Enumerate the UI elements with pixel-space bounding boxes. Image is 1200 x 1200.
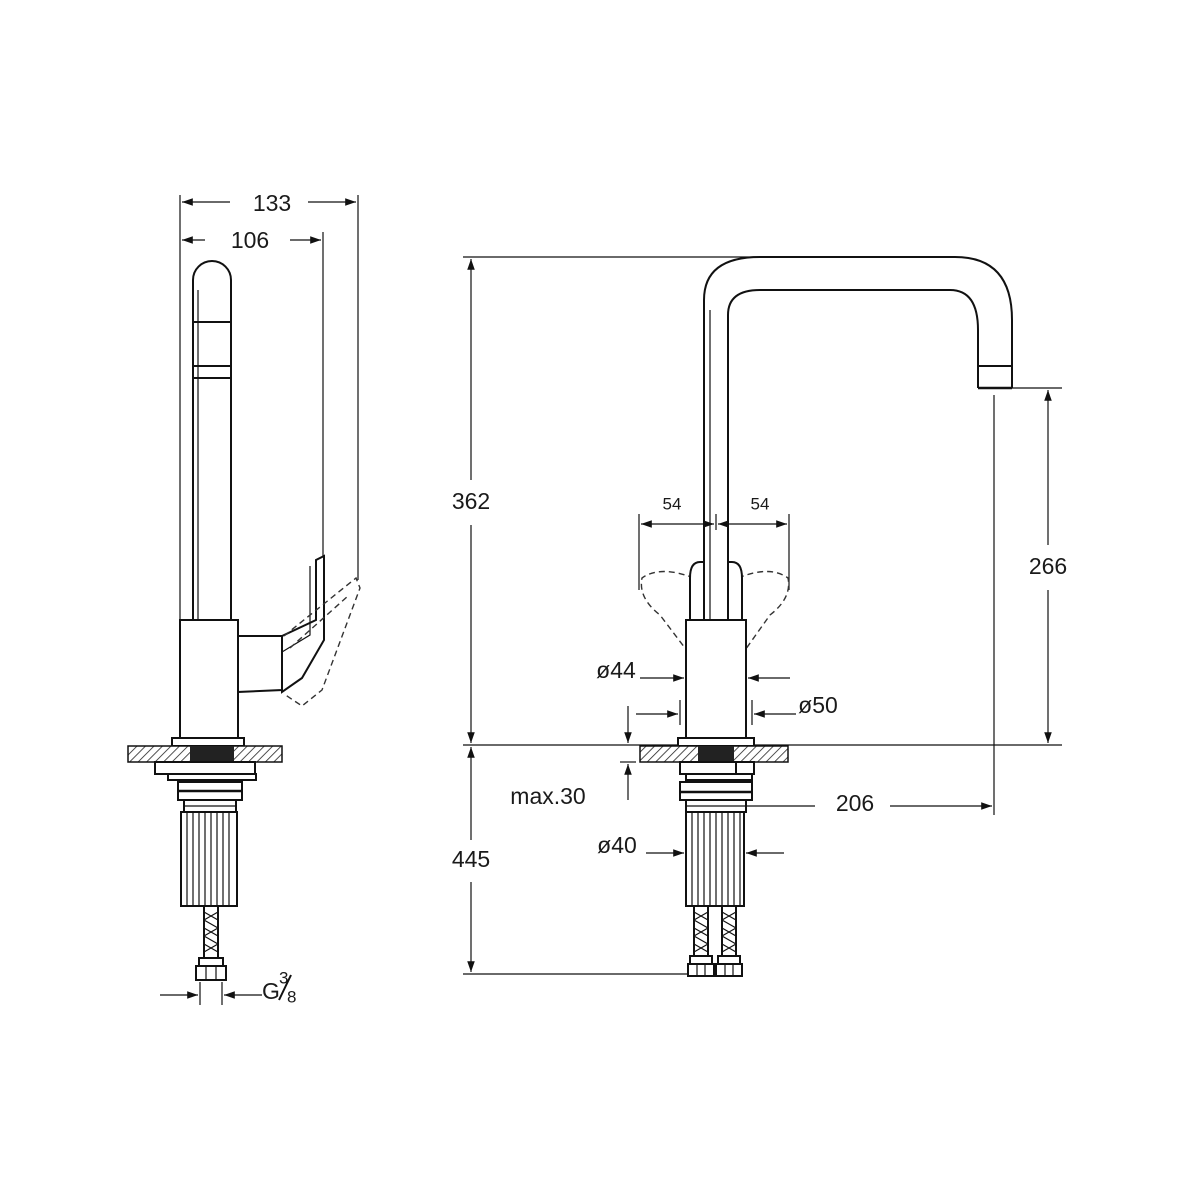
side-deck: [127, 737, 283, 813]
dimension-shank: ø40: [597, 832, 784, 858]
dimension-body-base: ø50: [636, 692, 838, 725]
side-spout: [192, 260, 232, 622]
below-deck-label: 445: [452, 846, 490, 872]
max-deck-thickness-label: max.30: [510, 783, 585, 809]
body-top-diameter-label: ø44: [596, 657, 636, 683]
front-body: [684, 619, 748, 739]
thread-prefix: G: [262, 978, 280, 1004]
side-body: [179, 619, 283, 739]
dimension-spout-width: 106: [182, 227, 321, 253]
front-lever: [640, 561, 790, 661]
dimension-body-top: ø44: [596, 657, 790, 683]
thread-numerator: 3: [279, 968, 288, 987]
front-hoses: [687, 905, 743, 977]
total-height-label: 362: [452, 488, 490, 514]
reach-label: 206: [836, 790, 874, 816]
overall-width-label: 133: [253, 190, 291, 216]
side-lever: [281, 554, 361, 707]
dimension-max-deck: max.30: [510, 706, 636, 809]
dimension-thread: G 3 8: [160, 968, 296, 1006]
side-shank: [180, 811, 238, 907]
body-base-diameter-label: ø50: [798, 692, 838, 718]
shank-diameter-label: ø40: [597, 832, 637, 858]
front-shank: [685, 811, 745, 907]
front-deck: [639, 737, 789, 813]
dimension-overall-width: 133: [182, 190, 356, 216]
thread-denominator: 8: [287, 987, 296, 1006]
dimension-below-deck: 445: [452, 747, 490, 972]
side-hose: [195, 905, 227, 981]
dimension-spout-height: 266: [1029, 390, 1067, 743]
dimension-reach: 206: [714, 790, 992, 816]
front-spout: [703, 256, 1013, 622]
dimension-total-height: 362: [452, 259, 490, 743]
spout-width-label: 106: [231, 227, 269, 253]
spout-height-label: 266: [1029, 553, 1067, 579]
lever-right-label: 54: [751, 494, 770, 513]
side-view: 133 106: [127, 190, 361, 1006]
lever-left-label: 54: [663, 494, 682, 513]
front-view: 362 445 266 206: [452, 256, 1067, 977]
dimension-lever-swing: 54 54: [638, 494, 790, 590]
